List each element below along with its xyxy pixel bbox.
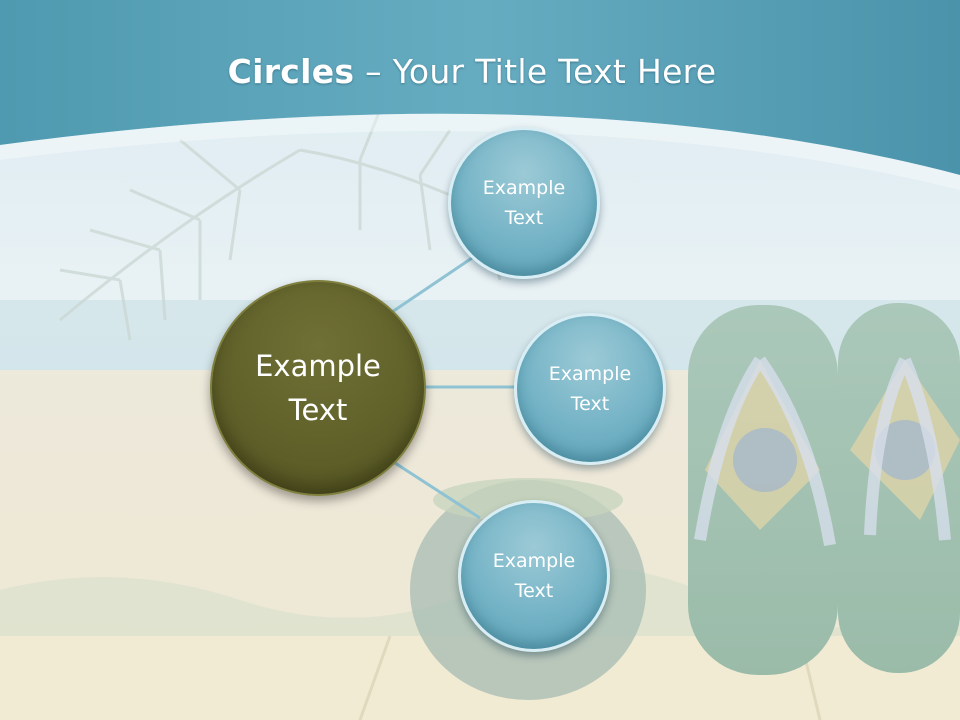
slide-title: Circles – Your Title Text Here (0, 52, 944, 91)
outer-circle-top-line2: Text (504, 207, 544, 229)
outer-circle-top[interactable]: Example Text (448, 127, 600, 279)
outer-circle-middle-line1: Example (548, 363, 632, 385)
connector-bottom (394, 461, 481, 520)
title-bold: Circles (227, 52, 355, 91)
center-circle-line1: Example (255, 349, 381, 383)
connector-top (391, 256, 473, 314)
outer-circle-bottom-line1: Example (492, 550, 576, 572)
outer-circle-bottom-line2: Text (514, 580, 554, 602)
outer-circle-bottom[interactable]: Example Text (458, 500, 610, 652)
title-rest: – Your Title Text Here (354, 52, 717, 91)
outer-circle-middle-line2: Text (570, 393, 610, 415)
outer-circle-top-line1: Example (482, 177, 566, 199)
center-circle[interactable]: Example Text (210, 280, 426, 496)
outer-circle-middle[interactable]: Example Text (514, 313, 666, 465)
center-circle-line2: Text (288, 393, 348, 427)
